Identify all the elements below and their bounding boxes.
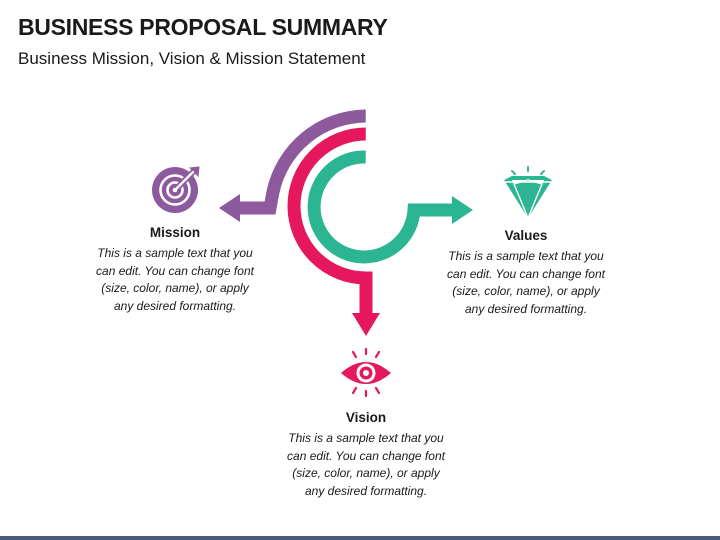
- vision-text: This is a sample text that you can edit.…: [266, 430, 466, 500]
- vision-arc: [287, 127, 373, 316]
- footer-bar: [0, 536, 720, 540]
- vision-arrowhead: [352, 313, 380, 336]
- values-arrowhead: [452, 196, 473, 224]
- values-section: Values This is a sample text that you ca…: [433, 228, 619, 318]
- values-arc: [307, 150, 454, 264]
- mission-text-line: (size, color, name), or apply: [101, 281, 249, 295]
- vision-text-line: can edit. You can change font: [287, 448, 445, 463]
- mission-arc: [236, 109, 367, 215]
- mission-arrowhead: [219, 194, 240, 222]
- diamond-icon: [503, 166, 553, 220]
- mission-text-line: This is a sample text that you: [97, 246, 253, 260]
- values-text-line: any desired formatting.: [464, 301, 588, 316]
- mission-text: This is a sample text that you can edit.…: [80, 245, 270, 315]
- vision-section: Vision This is a sample text that you ca…: [266, 410, 466, 500]
- vision-heading: Vision: [345, 410, 387, 425]
- mission-section: Mission This is a sample text that you c…: [80, 225, 270, 315]
- mission-text-line: can edit. You can change font: [96, 263, 254, 278]
- target-icon: [152, 166, 200, 213]
- mission-text-line: any desired formatting.: [113, 298, 237, 313]
- values-text-line: This is a sample text that you: [448, 249, 604, 263]
- vision-text-line: (size, color, name), or apply: [292, 466, 440, 480]
- page-title: BUSINESS PROPOSAL SUMMARY: [18, 14, 388, 40]
- values-text: This is a sample text that you can edit.…: [433, 248, 619, 318]
- values-text-line: (size, color, name), or apply: [452, 284, 600, 298]
- eye-icon: [341, 347, 391, 398]
- values-heading: Values: [504, 228, 548, 243]
- values-text-line: can edit. You can change font: [447, 266, 605, 281]
- mission-heading: Mission: [149, 225, 201, 240]
- vision-text-line: This is a sample text that you: [288, 431, 444, 445]
- page-subtitle: Business Mission, Vision & Mission State…: [18, 49, 366, 68]
- vision-text-line: any desired formatting.: [304, 483, 428, 498]
